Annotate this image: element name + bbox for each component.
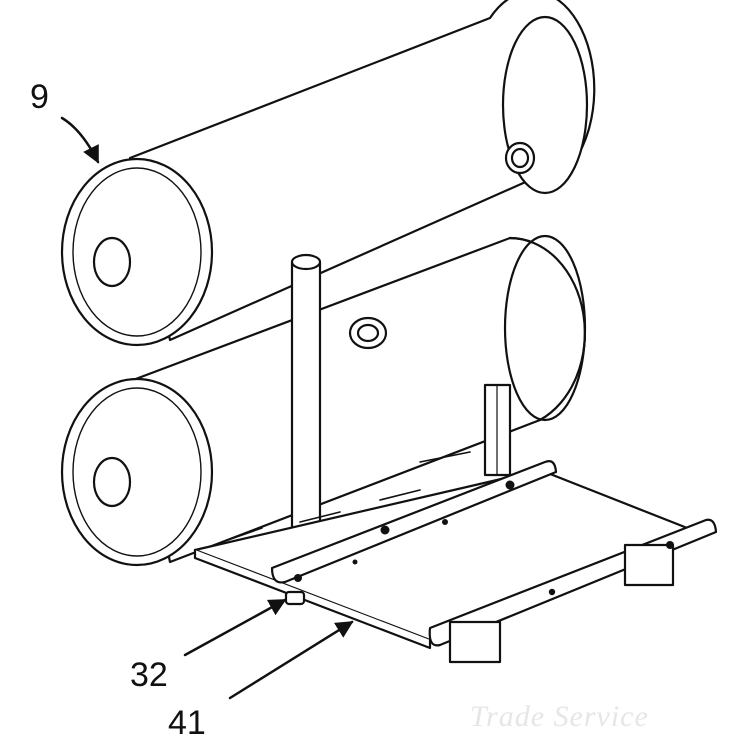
lower-tank-end-cap (60, 377, 214, 567)
callout-32: 32 (130, 656, 168, 694)
upper-tank (60, 0, 596, 347)
right-foot (623, 543, 675, 587)
leader-arrow-32 (183, 598, 287, 657)
upper-tank-end-cap (60, 157, 214, 347)
base-plate (193, 451, 718, 664)
support-post (290, 253, 322, 554)
callout-9: 9 (30, 78, 49, 116)
lower-tank-far-cap (503, 234, 587, 422)
lower-tank-fitting (348, 316, 388, 350)
upper-tank-end-port (92, 236, 132, 288)
upper-tank-fitting (504, 141, 536, 175)
front-rail (270, 460, 558, 584)
bottom-fitting (284, 590, 306, 606)
lower-tank (60, 234, 587, 567)
leader-arrow-41 (228, 620, 354, 700)
upper-tank-body (128, 0, 596, 342)
base-bolt-holes (294, 480, 674, 596)
callout-41: 41 (168, 704, 206, 742)
leader-arrow-9 (60, 116, 100, 164)
lower-tank-end-port (92, 456, 132, 508)
base-cross-slats (227, 451, 471, 541)
left-foot (448, 620, 502, 664)
watermark: Trade Service (470, 700, 649, 733)
rear-bracket (483, 383, 512, 477)
